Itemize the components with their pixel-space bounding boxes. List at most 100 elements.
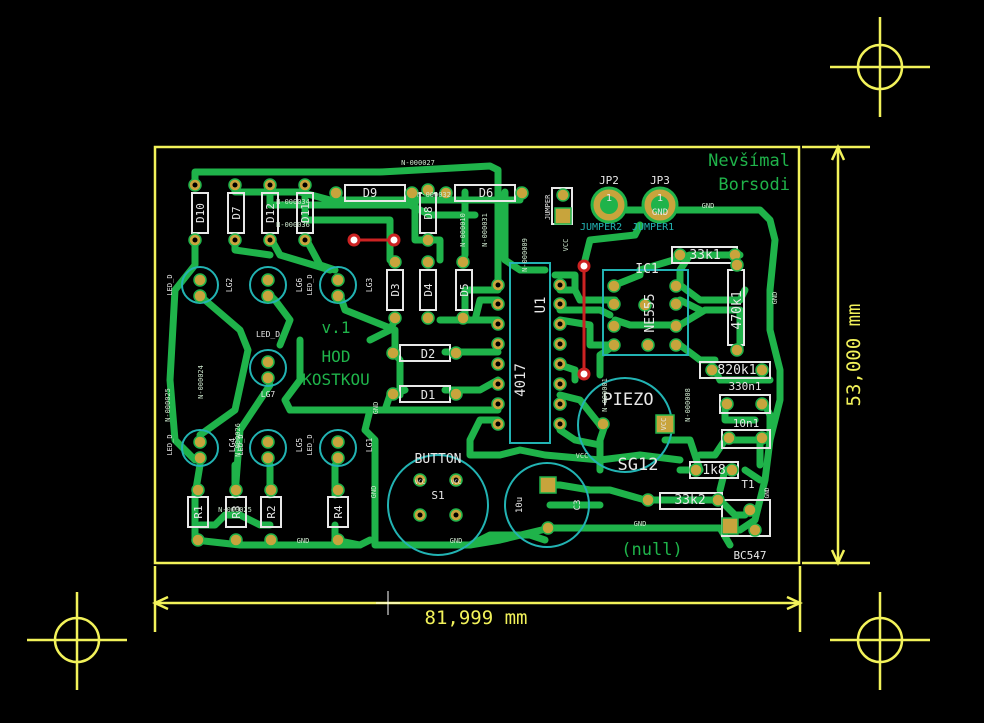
u1-ref: U1 [533,297,549,314]
net-vcc-1: VCC [562,239,570,252]
d11-label: D11 [299,203,312,223]
net-gnd-4: GND [450,537,463,545]
net-n09: N-000009 [521,238,529,272]
button-value: BUTTON [415,452,462,467]
lg2-label: LG2 [225,278,234,293]
height-dimension-label: 53,000 mm [843,304,865,407]
r-470k1-label: 470k1 [730,290,745,329]
net-n32: N-000032 [417,191,451,199]
lg3-label: LG3 [365,278,374,293]
square-pads [539,207,739,535]
lg7-label: LG7 [261,390,276,399]
footer-null: (null) [621,540,682,560]
net-n01: N-000001 [601,378,609,412]
net-n27: N-000027 [401,159,435,167]
c-330n1-label: 330n1 [728,380,761,393]
jumper-wires [354,238,586,374]
net-gnd-1: GND [702,202,715,210]
net-gnd-6: GND [370,486,378,499]
jp2-ref: JP2 [599,174,619,187]
d5-label: D5 [458,283,471,296]
net-n25b: N-000025 [218,506,252,514]
board-outline [153,145,801,565]
t1-ref: T1 [741,478,754,491]
jp3-pad[interactable] [641,186,679,224]
title-line1: Nevšímal [708,151,790,171]
r4-label: R4 [332,505,345,519]
d3-label: D3 [389,283,402,296]
lg1-label: LG1 [365,438,374,453]
cursor-crosshair-icon [376,591,400,615]
net-n08: N-000008 [684,388,692,422]
courtyards [181,262,689,556]
d7-label: D7 [230,206,243,219]
piezo-pin-vcc: VCC [660,418,668,431]
ic1-value: NE555 [643,293,658,332]
led-d-label-6: LED_D [306,434,314,455]
jumper2-label: JUMPER2 [580,222,622,233]
net-gnd-2: GND [771,292,779,305]
lg4-label: LG4 [228,438,237,453]
jp2-pad[interactable] [590,186,628,224]
name-line2: KOSTKOU [302,370,369,389]
led-d-label-5: LED_D [237,434,245,455]
d10-label: D10 [194,203,207,223]
u1-value: 4017 [513,363,529,397]
jumper1-label: JUMPER1 [632,222,674,233]
d8-label: D8 [422,206,435,219]
button-pin-vcc2: VCC [451,479,462,486]
pad-holes [192,182,563,518]
net-vcc-2: VCC [576,452,589,460]
button-pin-vcc1: VCC [415,479,426,486]
led-d-label-1: LED_D [166,274,174,295]
r-33k1-label: 33k1 [689,248,720,263]
c-10n1-label: 10n1 [733,417,760,430]
width-dimension-label: 81,999 mm [425,607,528,629]
jumper-posts [347,233,591,381]
ic1-ref: IC1 [635,262,658,277]
d4-label: D4 [422,283,435,297]
net-n26: N-000026 [234,423,242,457]
r1-label: R1 [192,505,205,518]
dimension-width [152,566,803,632]
title-line2: Borsodi [718,175,790,195]
d9-label: D9 [363,186,377,200]
c3-value: 10u [515,497,525,513]
jp2-pad-number: 1 [606,193,612,204]
d2-label: D2 [421,347,435,361]
r-33k2-label: 33k2 [674,493,705,508]
net-gnd-7: GND [372,402,380,415]
led-d-label-2: LED_D [306,274,314,295]
c3-ref: C3 [573,500,583,511]
name-line1: HOD [322,347,351,366]
piezo-ref: SG12 [618,455,659,475]
jumper-vertical-label: JUMPER [544,194,552,220]
net-n24: N-000024 [197,365,205,399]
d6-label: D6 [479,186,493,200]
jp3-pad-net: GND [652,208,668,218]
net-n34: N-000034 [276,198,310,206]
net-n36: N-000036 [276,221,310,229]
fiducial-bottom-left [27,592,127,690]
net-n25: N-000025 [164,388,172,422]
d1-label: D1 [421,388,435,402]
r-820k1-label: 820k1 [717,363,756,378]
r3-label: R3 [230,505,243,518]
lg5-label: LG5 [295,438,304,453]
button-ref: S1 [431,489,444,502]
dimension-height [802,144,870,566]
r2-label: R2 [265,505,278,518]
t1-value: BC547 [733,549,766,562]
piezo-value: PIEZO [602,390,653,410]
led-d-label-3: LED_D [256,330,280,339]
jp3-pad-number: 1 [657,193,663,204]
pads [188,178,769,547]
t1-pin-gnd: GND [764,487,771,498]
lg6-label: LG6 [295,278,304,293]
led-d-label-4: LED_D [166,434,174,455]
net-gnd-3: GND [297,537,310,545]
net-n31: N-000031 [481,213,489,247]
fiducial-top-right [830,17,930,117]
jp3-ref: JP3 [650,174,670,187]
